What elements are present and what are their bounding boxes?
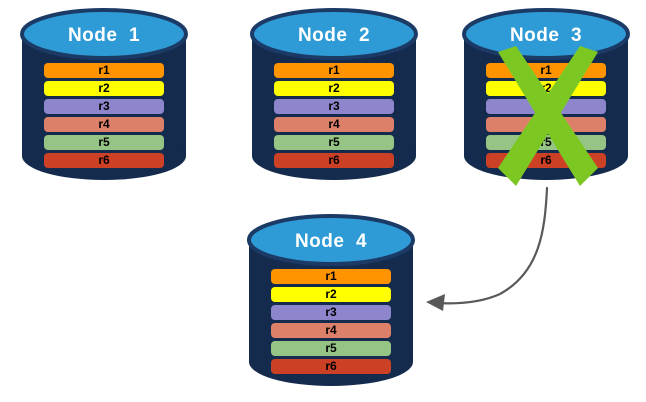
- row-r6[interactable]: r6: [274, 153, 394, 168]
- node-3-rows: r1 r2 r3 r4 r5 r6: [486, 63, 606, 168]
- row-r4[interactable]: r4: [486, 117, 606, 132]
- node-2-rows: r1 r2 r3 r4 r5 r6: [274, 63, 394, 168]
- node-2[interactable]: Node 2 r1 r2 r3 r4 r5 r6: [246, 6, 422, 184]
- row-r1[interactable]: r1: [486, 63, 606, 78]
- node-1-rows: r1 r2 r3 r4 r5 r6: [44, 63, 164, 168]
- row-r2[interactable]: r2: [271, 287, 391, 302]
- row-r1[interactable]: r1: [44, 63, 164, 78]
- row-r3[interactable]: r3: [486, 99, 606, 114]
- row-r2[interactable]: r2: [274, 81, 394, 96]
- node-4-rows: r1 r2 r3 r4 r5 r6: [271, 269, 391, 374]
- row-r6[interactable]: r6: [271, 359, 391, 374]
- row-r4[interactable]: r4: [44, 117, 164, 132]
- row-r3[interactable]: r3: [274, 99, 394, 114]
- row-r5[interactable]: r5: [271, 341, 391, 356]
- row-r6[interactable]: r6: [44, 153, 164, 168]
- row-r4[interactable]: r4: [271, 323, 391, 338]
- row-r6[interactable]: r6: [486, 153, 606, 168]
- node-4[interactable]: Node 4 r1 r2 r3 r4 r5 r6: [243, 212, 419, 390]
- node-3[interactable]: Node 3 r1 r2 r3 r4 r5 r6: [458, 6, 634, 186]
- row-r2[interactable]: r2: [44, 81, 164, 96]
- row-r3[interactable]: r3: [44, 99, 164, 114]
- row-r4[interactable]: r4: [274, 117, 394, 132]
- row-r5[interactable]: r5: [486, 135, 606, 150]
- row-r2[interactable]: r2: [486, 81, 606, 96]
- row-r1[interactable]: r1: [274, 63, 394, 78]
- row-r5[interactable]: r5: [44, 135, 164, 150]
- row-r3[interactable]: r3: [271, 305, 391, 320]
- node-1[interactable]: Node 1 r1 r2 r3 r4 r5 r6: [16, 6, 192, 184]
- row-r5[interactable]: r5: [274, 135, 394, 150]
- row-r1[interactable]: r1: [271, 269, 391, 284]
